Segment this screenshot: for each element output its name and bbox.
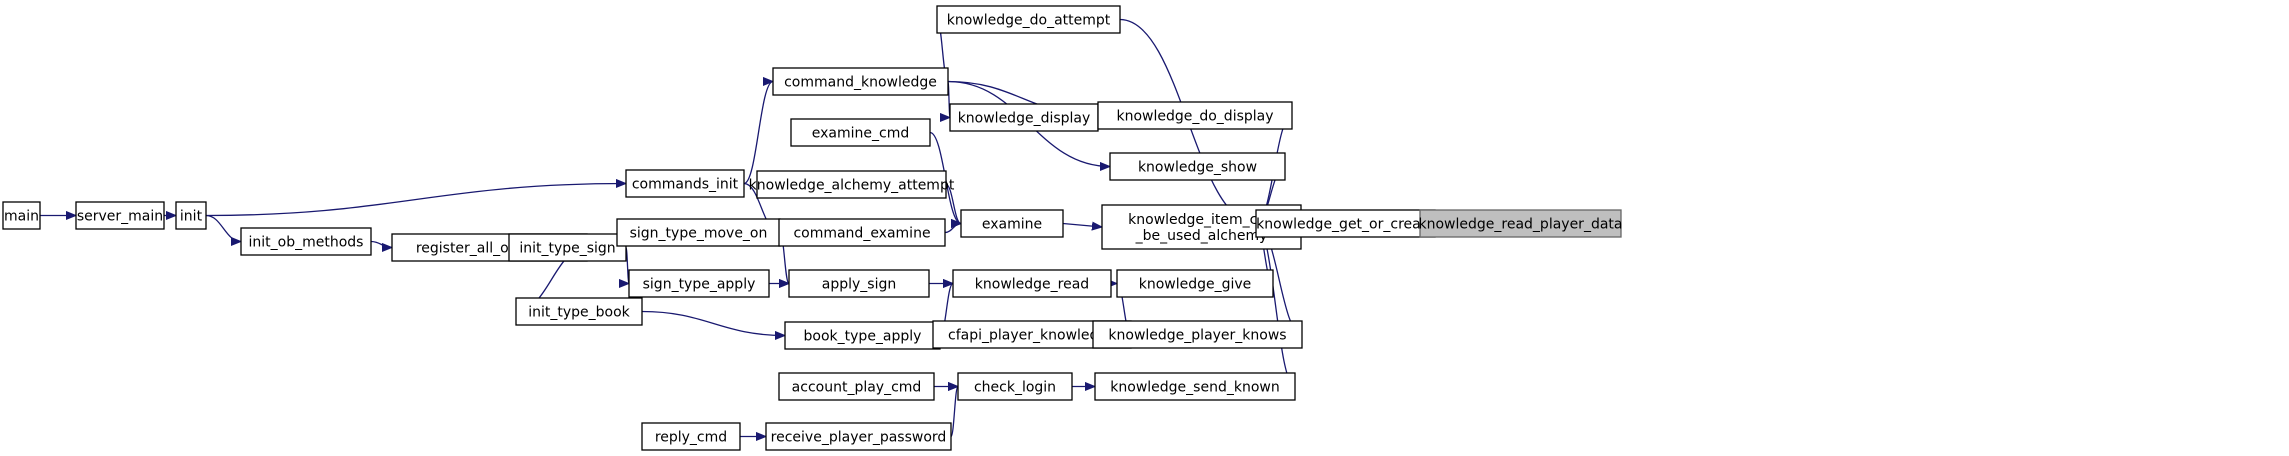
node-label: sign_type_move_on xyxy=(630,226,768,242)
node-label: cfapi_player_knowledge xyxy=(948,328,1116,344)
node-knowledge-player-knows[interactable]: knowledge_player_knows xyxy=(1092,320,1303,349)
node-label: check_login xyxy=(974,380,1056,396)
node-command-knowledge[interactable]: command_knowledge xyxy=(772,67,949,96)
node-knowledge-read-player-data[interactable]: knowledge_read_player_data xyxy=(1419,209,1623,238)
node-examine[interactable]: examine xyxy=(960,209,1064,238)
node-label: sign_type_apply xyxy=(643,277,756,293)
node-knowledge-show[interactable]: knowledge_show xyxy=(1109,152,1286,181)
edge-command_examine-to-examine xyxy=(944,224,962,234)
node-init[interactable]: init xyxy=(175,201,207,230)
node-sign-type-apply[interactable]: sign_type_apply xyxy=(628,269,770,298)
node-label: init_type_sign xyxy=(519,241,615,257)
node-label: examine xyxy=(982,217,1042,233)
node-label: knowledge_give xyxy=(1139,277,1252,293)
node-knowledge-send-known[interactable]: knowledge_send_known xyxy=(1094,372,1296,401)
edge-receive_player_password-to-check_login xyxy=(951,387,959,438)
node-receive-player-password[interactable]: receive_player_password xyxy=(765,422,952,451)
node-init-type-sign[interactable]: init_type_sign xyxy=(508,233,627,262)
node-label: knowledge_do_attempt xyxy=(947,13,1111,29)
edge-init_type_book-to-book_type_apply xyxy=(641,310,785,336)
node-apply-sign[interactable]: apply_sign xyxy=(788,269,930,298)
node-init-ob-methods[interactable]: init_ob_methods xyxy=(240,227,372,256)
node-knowledge-get-or-create[interactable]: knowledge_get_or_create xyxy=(1255,209,1436,238)
node-account-play-cmd[interactable]: account_play_cmd xyxy=(778,372,935,401)
node-label: knowledge_display xyxy=(958,111,1091,127)
node-book-type-apply[interactable]: book_type_apply xyxy=(784,321,941,350)
node-label: init_ob_methods xyxy=(249,235,364,251)
node-knowledge-alchemy-attempt[interactable]: knowledge_alchemy_attempt xyxy=(749,170,955,199)
node-label: book_type_apply xyxy=(804,329,922,345)
node-label: examine_cmd xyxy=(812,126,909,142)
node-label: knowledge_read_player_data xyxy=(1419,217,1623,233)
node-label: init_type_book xyxy=(528,305,630,321)
node-examine-cmd[interactable]: examine_cmd xyxy=(790,118,931,147)
node-main[interactable]: main xyxy=(2,201,41,230)
node-knowledge-do-display[interactable]: knowledge_do_display xyxy=(1097,101,1293,130)
edge-init_ob_methods-to-register_all_ob_types xyxy=(370,240,393,248)
edge-commands_init-to-command_knowledge xyxy=(743,82,774,185)
node-label: main xyxy=(4,209,39,225)
node-label: init xyxy=(180,209,203,225)
edge-init-to-init_ob_methods xyxy=(205,214,242,242)
node-label: reply_cmd xyxy=(655,430,727,446)
node-command-examine[interactable]: command_examine xyxy=(778,218,946,247)
node-label: command_examine xyxy=(793,226,930,242)
node-label: server_main xyxy=(77,209,163,225)
node-label: receive_player_password xyxy=(771,430,947,446)
node-label: knowledge_item_can xyxy=(1128,212,1275,228)
node-label: knowledge_show xyxy=(1138,160,1257,176)
node-label: apply_sign xyxy=(822,277,896,293)
node-label: knowledge_get_or_create xyxy=(1256,217,1435,233)
node-knowledge-do-attempt[interactable]: knowledge_do_attempt xyxy=(936,5,1121,34)
node-label: command_knowledge xyxy=(784,75,937,91)
node-server-main[interactable]: server_main xyxy=(75,201,165,230)
node-label: knowledge_do_display xyxy=(1116,109,1273,125)
node-reply-cmd[interactable]: reply_cmd xyxy=(641,422,741,451)
node-knowledge-read[interactable]: knowledge_read xyxy=(952,269,1112,298)
node-label: _be_used_alchemy xyxy=(1135,228,1268,244)
node-label: knowledge_read xyxy=(975,277,1089,293)
node-label: account_play_cmd xyxy=(792,380,922,396)
node-label: knowledge_alchemy_attempt xyxy=(749,178,955,194)
node-knowledge-display[interactable]: knowledge_display xyxy=(949,103,1099,132)
node-label: knowledge_player_knows xyxy=(1108,328,1286,344)
node-label: knowledge_send_known xyxy=(1110,380,1279,396)
node-knowledge-give[interactable]: knowledge_give xyxy=(1116,269,1274,298)
edge-examine-to-knowledge_item_can_be_used_alchemy xyxy=(1062,224,1102,228)
edge-init-to-commands_init xyxy=(205,184,626,217)
node-init-type-book[interactable]: init_type_book xyxy=(515,297,643,326)
node-check-login[interactable]: check_login xyxy=(957,372,1073,401)
node-sign-type-move-on[interactable]: sign_type_move_on xyxy=(616,218,781,247)
node-label: commands_init xyxy=(632,177,739,193)
node-commands-init[interactable]: commands_init xyxy=(625,169,745,198)
